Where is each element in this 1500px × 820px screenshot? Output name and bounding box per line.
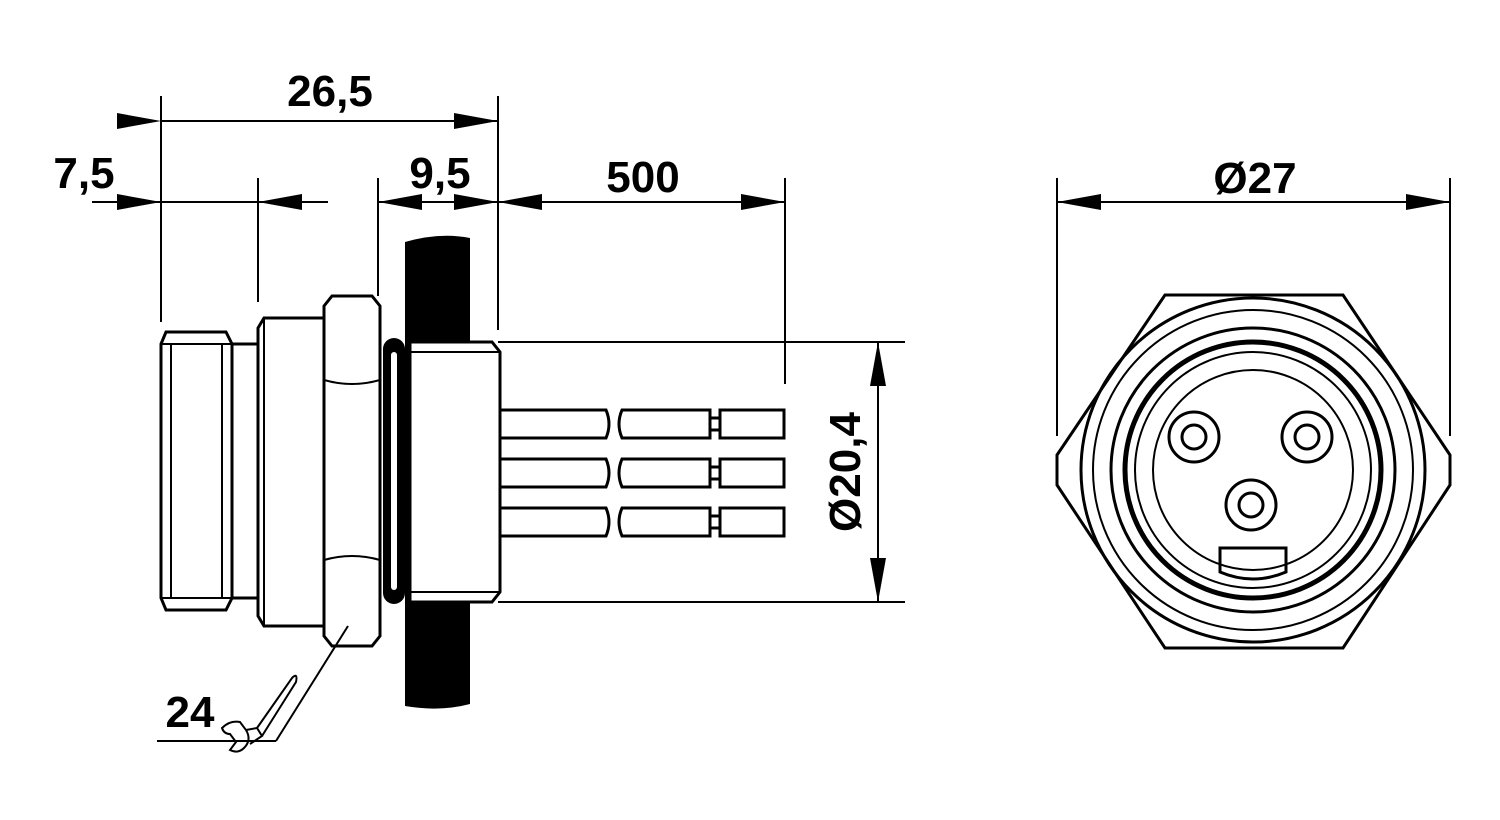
dimension-thread-length: 9,5 (378, 149, 498, 210)
side-view: 26,5 7,5 9,5 500 Ø20,4 (53, 67, 905, 753)
wire-3 (500, 506, 786, 538)
dimension-hex-diameter: Ø27 (1057, 154, 1450, 210)
connector-body-collar (256, 316, 326, 628)
front-extension-lines (1056, 178, 1451, 436)
wire-2 (500, 457, 786, 489)
o-ring (383, 338, 405, 604)
front-hex-outline (1055, 293, 1452, 650)
dimension-cable-length: 500 (498, 153, 785, 210)
dimension-front-length: 7,5 (53, 149, 328, 210)
extension-lines (160, 96, 905, 603)
dimension-label-overall-length: 26,5 (287, 67, 373, 116)
wire-1 (500, 408, 786, 440)
dimension-overall-length: 26,5 (117, 67, 498, 129)
dimension-body-diameter: Ø20,4 (821, 342, 886, 602)
dimension-label-thread-length: 9,5 (409, 149, 470, 198)
wrench-size-label: 24 (166, 688, 215, 737)
pin-3 (1224, 478, 1278, 532)
dimension-label-front-length: 7,5 (53, 149, 114, 198)
pin-2 (1280, 410, 1334, 464)
dimension-label-body-diameter: Ø20,4 (821, 412, 870, 532)
dimension-label-hex-diameter: Ø27 (1213, 154, 1296, 203)
pin-1 (1167, 410, 1221, 464)
hex-nut (322, 294, 382, 648)
front-rings (1079, 296, 1427, 644)
front-view: Ø27 (1055, 154, 1452, 650)
wrench-icon (220, 674, 298, 753)
wrench-size-callout: 24 (157, 625, 349, 753)
connector-front-plug (159, 330, 258, 612)
wires (500, 408, 786, 538)
contact-pins (1167, 410, 1334, 532)
dimension-label-cable-length: 500 (606, 153, 679, 202)
coding-key (1218, 546, 1288, 581)
connector-rear-body (408, 340, 502, 604)
